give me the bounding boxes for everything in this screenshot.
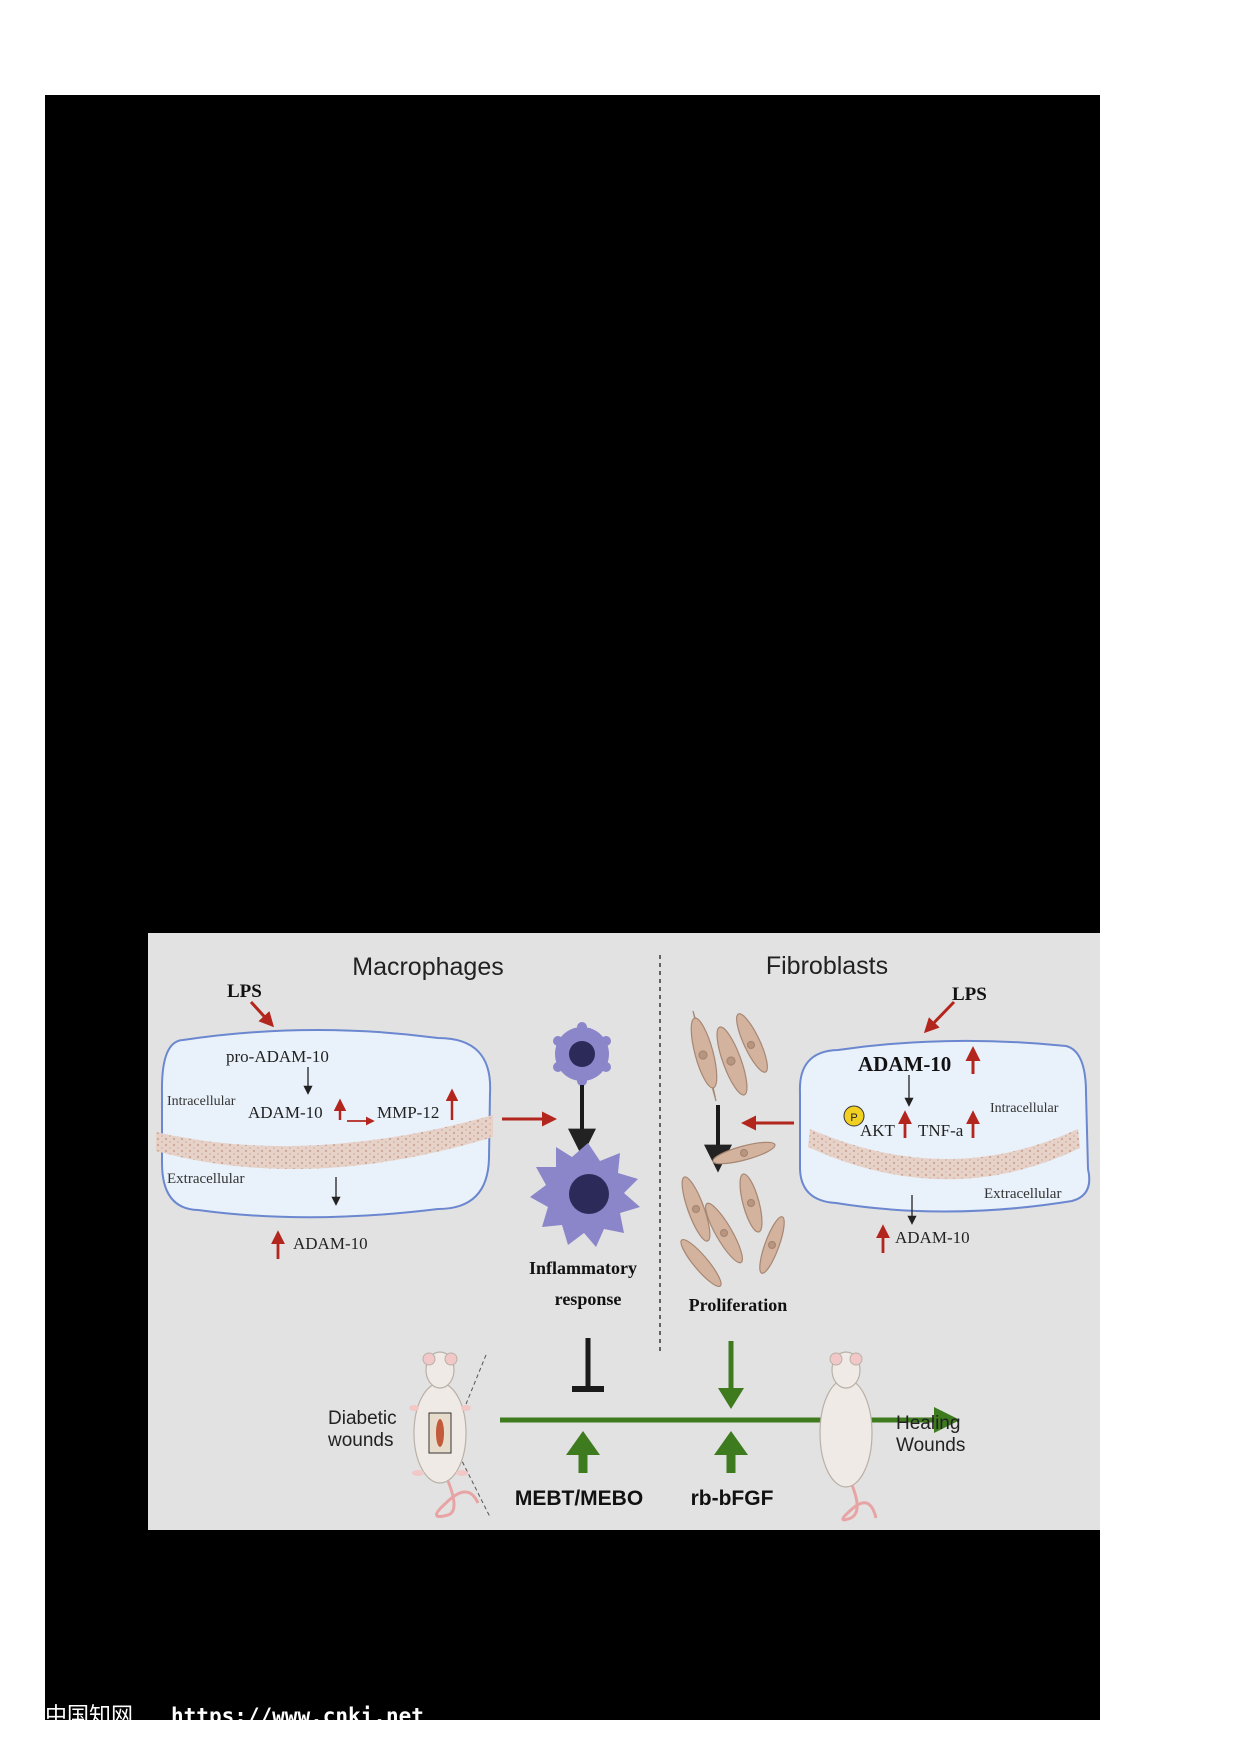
inflammatory-response-label-1: Inflammatory (529, 1258, 637, 1278)
fibroblast-adam10-label: ADAM-10 (858, 1052, 951, 1076)
rb-bfgf-label: rb-bFGF (691, 1487, 774, 1510)
macrophages-title: Macrophages (352, 953, 503, 981)
tnfa-label: TNF-a (918, 1121, 964, 1140)
healing-wounds-label-2: Wounds (896, 1435, 965, 1456)
macrophage-extracellular-label: Extracellular (167, 1171, 244, 1187)
macrophage-lps-label: LPS (227, 981, 262, 1002)
graphical-abstract-figure: Macrophages Fibroblasts LPS pro-ADAM-10 … (148, 933, 1100, 1530)
fibroblast-adam10-out-label: ADAM-10 (895, 1228, 970, 1247)
proliferating-fibroblasts-icon (680, 1141, 785, 1288)
cnki-watermark: 中国知网 https://www.cnki.net (45, 1698, 424, 1730)
proliferation-label: Proliferation (689, 1295, 788, 1315)
fibroblast-extracellular-label: Extracellular (984, 1186, 1061, 1202)
akt-label: AKT (860, 1121, 896, 1140)
healing-wounds-label-1: Healing (896, 1413, 960, 1434)
macrophage-lps-arrow (249, 1000, 275, 1028)
macrophage-cell-box (160, 1028, 492, 1219)
phospho-badge-icon (843, 1105, 865, 1127)
fibroblast-cells-icon (690, 1010, 768, 1102)
macrophage-adam10-out-label: ADAM-10 (293, 1234, 368, 1253)
mmp12-label: MMP-12 (377, 1103, 439, 1122)
cnki-watermark-cn: 中国知网 (45, 1704, 134, 1729)
cnki-watermark-url: https://www.cnki.net (171, 1704, 424, 1728)
fibroblast-lps-arrow (923, 1000, 956, 1034)
mebt-mebo-label: MEBT/MEBO (515, 1487, 643, 1510)
healed-mouse-icon (819, 1351, 878, 1522)
diabetic-wounds-label-2: wounds (327, 1430, 394, 1451)
macrophage-intracellular-label: Intracellular (167, 1094, 236, 1109)
fibroblasts-title: Fibroblasts (766, 952, 888, 980)
pro-adam10-label: pro-ADAM-10 (226, 1047, 329, 1066)
resting-macrophage-icon (553, 1022, 611, 1086)
macrophage-adam10-label: ADAM-10 (248, 1103, 323, 1122)
fibroblast-intracellular-label: Intracellular (990, 1101, 1059, 1116)
diabetic-wounds-label-1: Diabetic (328, 1408, 397, 1429)
activated-macrophage-icon (530, 1143, 640, 1247)
inflammatory-response-label-2: response (555, 1289, 622, 1309)
fibroblast-lps-label: LPS (952, 984, 987, 1005)
diabetic-mouse-icon (409, 1351, 491, 1518)
phospho-label: P (850, 1112, 857, 1124)
